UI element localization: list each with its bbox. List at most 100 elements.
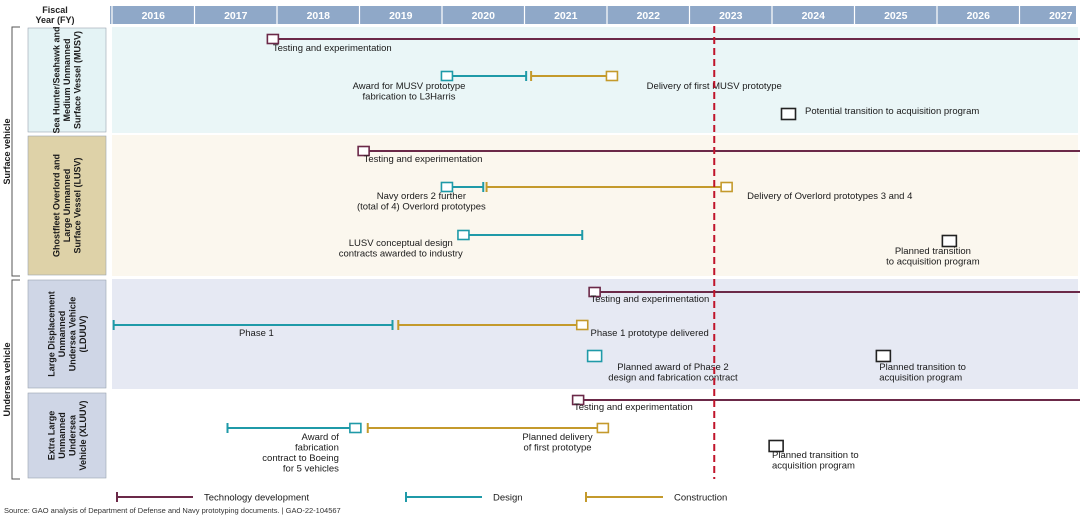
legend-label: Technology development — [204, 493, 309, 504]
construction-bar — [530, 70, 619, 82]
program-name-line: Surface Vessel (MUSV) — [73, 31, 83, 129]
annotation: Phase 1 prototype delivered — [591, 328, 709, 339]
bar-box — [266, 33, 280, 45]
annotation-line: Testing and experimentation — [574, 402, 693, 413]
program-name-box — [27, 135, 107, 276]
annotation-line: of first prototype — [523, 443, 591, 454]
milestone-box — [586, 349, 603, 363]
program-name-line: Large Unmanned — [62, 169, 72, 243]
annotation: Testing and experimentation — [273, 43, 392, 54]
program-name-line: Undersea Vehicle — [67, 297, 77, 372]
annotation-line: for 5 vehicles — [283, 464, 339, 475]
program-row: Ghostfleet Overlord andLarge UnmannedSur… — [27, 135, 1078, 276]
year-label-2025: 2025 — [884, 10, 908, 22]
bar-box — [596, 422, 610, 434]
technology-development-bar — [357, 145, 1080, 157]
design-bar — [457, 229, 584, 241]
annotation-line: Testing and experimentation — [591, 294, 710, 305]
technology-development-bar — [571, 394, 1080, 406]
bar-box — [440, 70, 454, 82]
year-label-2021: 2021 — [554, 10, 578, 22]
bar-box — [349, 422, 362, 434]
program-name-line: Unmanned — [57, 412, 67, 459]
annotation-line: contract to Boeing — [262, 453, 339, 464]
program-row: Extra LargeUnmannedUnderseaVehicle (XLUU… — [27, 392, 1078, 479]
annotation: Testing and experimentation — [574, 402, 693, 413]
annotation-line: contracts awarded to industry — [339, 249, 463, 260]
annotation-line: Planned transition — [895, 246, 971, 257]
annotation-line: Planned transition to — [772, 450, 859, 461]
design-bar — [440, 181, 485, 193]
milestone-box — [768, 439, 784, 453]
annotation-line: Award of — [302, 432, 340, 443]
year-label-2023: 2023 — [719, 10, 743, 22]
milestone-box — [875, 349, 892, 363]
annotation-line: design and fabrication contract — [608, 373, 738, 384]
year-label-2019: 2019 — [389, 10, 413, 22]
annotation-line: fabrication to L3Harris — [363, 92, 456, 103]
annotation-line: to acquisition program — [886, 257, 980, 268]
program-name-line: (LDUUV) — [78, 316, 88, 353]
design-bar — [440, 70, 528, 82]
program-panel — [112, 279, 1078, 389]
program-name: Sea Hunter/Seahawk andMedium UnmannedSur… — [52, 26, 83, 133]
legend-item-design: Design — [405, 492, 523, 504]
category-label: Surface vehicle — [2, 118, 12, 184]
design-bar — [226, 422, 362, 434]
program-name: Ghostfleet Overlord andLarge UnmannedSur… — [52, 154, 83, 257]
program-name-line: Surface Vessel (LUSV) — [73, 157, 83, 253]
bar-box — [605, 70, 619, 82]
program-panel — [112, 27, 1078, 133]
bar-box — [588, 286, 601, 298]
program-name-line: Undersea — [67, 414, 77, 456]
year-label-2024: 2024 — [802, 10, 826, 22]
technology-development-bar — [588, 286, 1080, 298]
program-name-line: Large Displacement — [46, 291, 56, 377]
bracket-line — [11, 26, 20, 277]
program-row: Large DisplacementUnmannedUndersea Vehic… — [27, 279, 1078, 389]
annotation-line: LUSV conceptual design — [349, 238, 453, 249]
year-label-2027: 2027 — [1049, 10, 1073, 22]
year-label-2026: 2026 — [967, 10, 991, 22]
annotation-line: Planned transition to — [879, 362, 966, 373]
annotation: Potential transition to acquisition prog… — [805, 106, 979, 117]
annotation-line: Potential transition to acquisition prog… — [805, 106, 979, 117]
program-name-line: Extra Large — [46, 411, 56, 461]
bar-box — [575, 319, 589, 331]
program-name-line: Ghostfleet Overlord and — [52, 154, 62, 257]
fiscal-year-label-line: Fiscal — [42, 5, 68, 15]
program-name: Extra LargeUnmannedUnderseaVehicle (XLUU… — [46, 400, 88, 470]
annotation: Delivery of Overlord prototypes 3 and 4 — [747, 191, 912, 202]
annotation-line: Planned delivery — [522, 432, 592, 443]
milestone-box — [941, 234, 958, 248]
bar-box — [457, 229, 470, 241]
legend-label: Construction — [674, 493, 727, 504]
program-name-line: Medium Unmanned — [62, 38, 72, 121]
program-panel — [112, 135, 1078, 276]
program-name: Large DisplacementUnmannedUndersea Vehic… — [46, 291, 88, 377]
annotation: Phase 1 — [239, 328, 274, 339]
fiscal-year-label-line: Year (FY) — [35, 15, 74, 25]
program-name-line: Vehicle (XLUUV) — [78, 400, 88, 470]
annotation-line: Phase 1 prototype delivered — [591, 328, 709, 339]
source-note: Source: GAO analysis of Department of De… — [4, 506, 341, 515]
annotation-line: acquisition program — [772, 461, 855, 472]
bar-box — [357, 145, 370, 157]
year-label-2022: 2022 — [637, 10, 661, 22]
bracket-line — [11, 279, 20, 480]
bar-box — [720, 181, 733, 193]
year-label-2016: 2016 — [142, 10, 166, 22]
annotation-line: Award for MUSV prototype — [353, 81, 466, 92]
annotation-line: Navy orders 2 further — [377, 191, 466, 202]
construction-bar — [397, 319, 589, 331]
year-label-2017: 2017 — [224, 10, 248, 22]
